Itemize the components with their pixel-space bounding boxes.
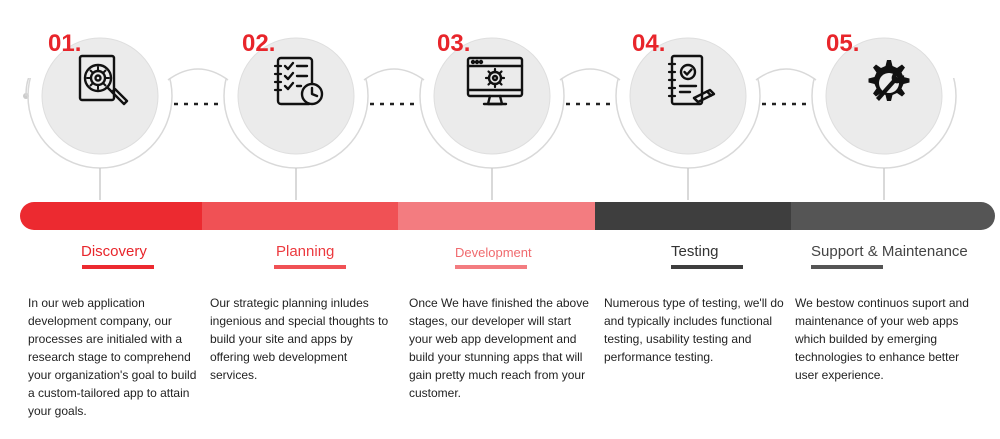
step-description-discovery: In our web application development compa… xyxy=(28,296,197,418)
underline-support xyxy=(811,265,883,269)
notebook-check-pencil-icon xyxy=(656,46,726,116)
step-description-testing: Numerous type of testing, we'll do and t… xyxy=(604,296,784,364)
underline-discovery xyxy=(82,265,154,269)
step-number-2: 02. xyxy=(242,30,276,57)
underline-development xyxy=(455,265,527,269)
underline-planning xyxy=(274,265,346,269)
step-description-planning: Our strategic planning inludes ingenious… xyxy=(210,296,389,382)
step-label-discovery: Discovery xyxy=(81,243,147,260)
step-number-5: 05. xyxy=(826,30,860,57)
step-label-testing: Testing xyxy=(671,243,719,260)
bridge-arcs xyxy=(167,68,817,81)
monitor-gear-icon xyxy=(460,46,530,116)
bar-segment-development xyxy=(398,202,595,230)
step-description-development: Once We have finished the above stages, … xyxy=(409,296,589,400)
step-label-planning: Planning xyxy=(276,243,335,260)
step-label-support: Support & Maintenance xyxy=(811,243,968,260)
bar-segment-discovery xyxy=(20,202,202,230)
bar-segment-planning xyxy=(202,202,398,230)
step-number-4: 04. xyxy=(632,30,666,57)
step-number-3: 03. xyxy=(437,30,471,57)
step-number-1: 01. xyxy=(48,30,82,57)
bar-segment-testing xyxy=(595,202,791,230)
bar-segment-support xyxy=(791,202,995,230)
process-progress-bar xyxy=(20,202,995,230)
underline-testing xyxy=(671,265,743,269)
checklist-clock-icon xyxy=(264,46,334,116)
magnifier-gear-document-icon xyxy=(68,46,138,116)
step-description-support: We bestow continuos suport and maintenan… xyxy=(795,296,969,382)
gear-wrench-icon xyxy=(852,46,922,116)
step-label-development: Development xyxy=(455,245,532,260)
drop-lines xyxy=(99,168,885,200)
